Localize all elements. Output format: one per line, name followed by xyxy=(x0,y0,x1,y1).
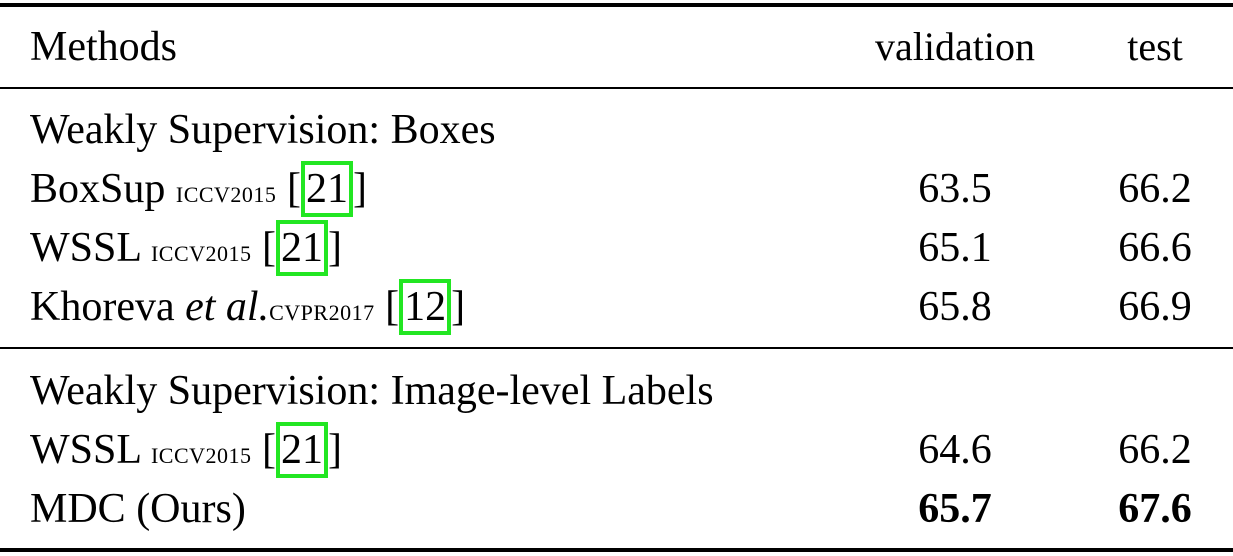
test-value: 67.6 xyxy=(1118,486,1192,532)
section-title: Weakly Supervision: Image-level Labels xyxy=(30,368,714,414)
validation-value: 65.8 xyxy=(918,284,992,330)
table-row-wssl-image: WSSL ICCV2015 [21] 64.6 66.2 xyxy=(0,421,1233,479)
test-value: 66.6 xyxy=(1118,225,1192,271)
citation-link[interactable]: 21 xyxy=(276,220,329,277)
table-row-khoreva: Khoreva et al.CVPR2017 [12] 65.8 66.9 xyxy=(0,278,1233,336)
method-cell: WSSL ICCV2015 [21] xyxy=(30,421,342,485)
header-test: test xyxy=(1127,24,1183,69)
validation-value: 65.7 xyxy=(918,486,992,532)
validation-value: 63.5 xyxy=(918,166,992,212)
method-name: BoxSup xyxy=(30,166,166,212)
test-value: 66.9 xyxy=(1118,284,1192,330)
header-validation: validation xyxy=(875,24,1035,69)
method-name-italic: et al. xyxy=(185,284,270,330)
method-name: WSSL xyxy=(30,225,141,271)
table-row-boxsup: BoxSup ICCV2015 [21] 63.5 66.2 xyxy=(0,160,1233,218)
validation-value: 65.1 xyxy=(918,225,992,271)
test-value: 66.2 xyxy=(1118,166,1192,212)
validation-value: 64.6 xyxy=(918,427,992,473)
method-name: MDC (Ours) xyxy=(30,486,246,532)
top-rule xyxy=(0,3,1233,7)
citation-link[interactable]: 21 xyxy=(300,161,353,218)
method-cell: BoxSup ICCV2015 [21] xyxy=(30,160,367,224)
citation-link[interactable]: 12 xyxy=(399,279,452,336)
venue-label: CVPR2017 xyxy=(269,300,375,325)
table-row-wssl-boxes: WSSL ICCV2015 [21] 65.1 66.6 xyxy=(0,219,1233,277)
header-rule xyxy=(0,87,1233,89)
section-rule xyxy=(0,347,1233,349)
header-methods: Methods xyxy=(30,24,177,70)
citation-link[interactable]: 21 xyxy=(276,422,329,479)
header-row: Methods validation test xyxy=(0,18,1233,76)
section-title: Weakly Supervision: Boxes xyxy=(30,107,496,153)
method-cell: Khoreva et al.CVPR2017 [12] xyxy=(30,278,465,342)
table-row-mdc: MDC (Ours) 65.7 67.6 xyxy=(0,480,1233,538)
test-value: 66.2 xyxy=(1118,427,1192,473)
method-name: WSSL xyxy=(30,427,141,473)
venue-label: ICCV2015 xyxy=(150,443,252,468)
method-cell: WSSL ICCV2015 [21] xyxy=(30,219,342,283)
venue-label: ICCV2015 xyxy=(150,241,252,266)
bottom-rule xyxy=(0,548,1233,552)
section-title-image-level: Weakly Supervision: Image-level Labels xyxy=(0,362,1233,420)
method-name: Khoreva xyxy=(30,284,186,330)
venue-label: ICCV2015 xyxy=(175,182,277,207)
section-title-boxes: Weakly Supervision: Boxes xyxy=(0,101,1233,159)
